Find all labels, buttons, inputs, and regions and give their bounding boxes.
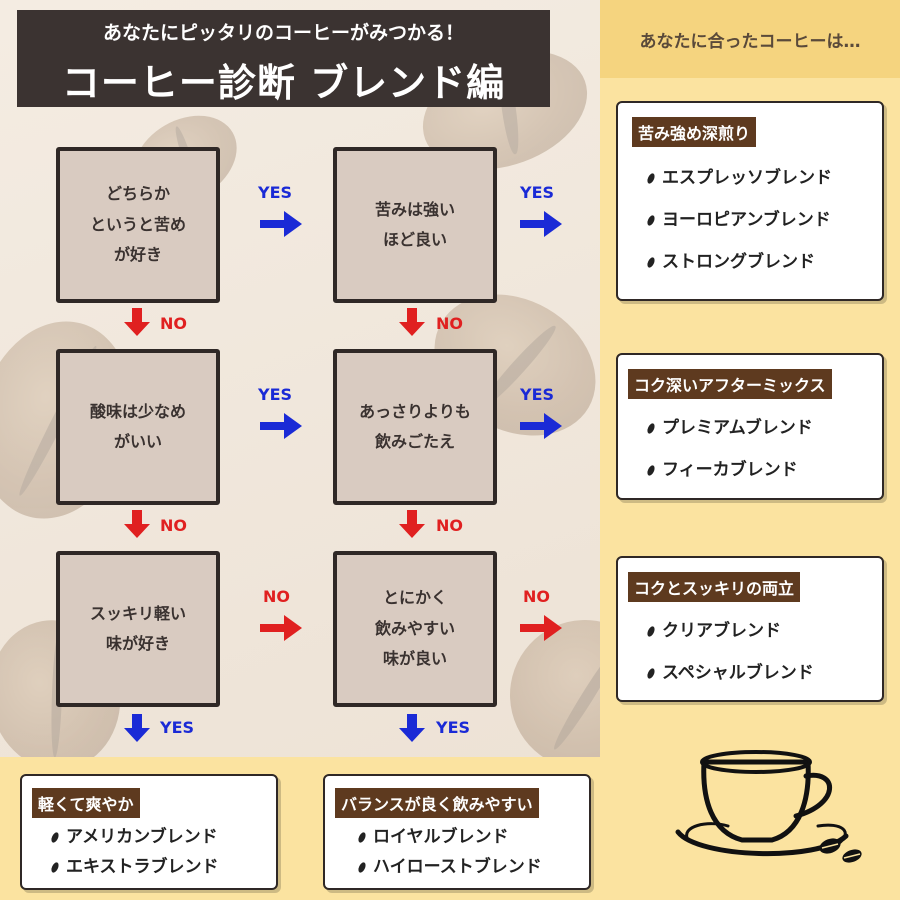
bullet-icon — [645, 213, 657, 227]
yes-label: YES — [160, 718, 195, 737]
result-item: プレミアムブレンド — [645, 413, 813, 438]
arrow-right-icon — [520, 211, 562, 237]
result-header: あなたに合ったコーヒーは… — [600, 0, 900, 78]
result-card-bitter: 苦み強め深煎り エスプレッソブレンド ヨーロピアンブレンド ストロングブレンド — [616, 101, 884, 301]
result-item: ストロングブレンド — [645, 247, 815, 272]
arrow-down-icon — [399, 308, 425, 336]
bullet-icon — [645, 624, 657, 638]
question-low-acidity: 酸味は少なめ がいい — [56, 349, 220, 505]
yes-label: YES — [258, 385, 293, 404]
result-title: バランスが良く飲みやすい — [335, 788, 539, 818]
page-subtitle: あなたにピッタリのコーヒーがみつかる！ — [102, 22, 464, 44]
result-title: コク深いアフターミックス — [628, 369, 832, 399]
bullet-icon — [645, 255, 657, 269]
arrow-down-icon — [124, 510, 150, 538]
result-item: スペシャルブレンド — [645, 658, 814, 683]
result-item: アメリカンブレンド — [49, 822, 218, 847]
arrow-right-icon — [260, 615, 302, 641]
coffee-cup-icon — [675, 750, 862, 863]
question-bitter-preference: どちらか というと苦め が好き — [56, 147, 220, 303]
arrow-down-icon — [399, 510, 425, 538]
arrow-right-icon — [520, 615, 562, 641]
yes-label: YES — [520, 183, 555, 202]
result-title: コクとスッキリの両立 — [628, 572, 801, 602]
no-label: NO — [436, 516, 463, 535]
result-item: ヨーロピアンブレンド — [645, 205, 831, 230]
yes-label: YES — [258, 183, 293, 202]
page-title: コーヒー診断 ブレンド編 — [61, 61, 506, 105]
result-card-balance-clear: コクとスッキリの両立 クリアブレンド スペシャルブレンド — [616, 556, 884, 702]
result-card-easy: バランスが良く飲みやすい ロイヤルブレンド ハイローストブレンド — [323, 774, 591, 890]
arrow-right-icon — [520, 413, 562, 439]
question-easy-drinking: とにかく 飲みやすい 味が良い — [333, 551, 497, 707]
bullet-icon — [645, 171, 657, 185]
result-title: 苦み強め深煎り — [632, 117, 757, 147]
no-label: NO — [160, 516, 187, 535]
question-light-taste: スッキリ軽い 味が好き — [56, 551, 220, 707]
result-title: 軽くて爽やか — [32, 788, 140, 818]
arrow-down-icon — [399, 714, 425, 742]
question-strong-bitterness: 苦みは強い ほど良い — [333, 147, 497, 303]
question-full-body: あっさりよりも 飲みごたえ — [333, 349, 497, 505]
bullet-icon — [645, 463, 657, 477]
no-label: NO — [523, 587, 550, 606]
result-item: ロイヤルブレンド — [356, 822, 509, 847]
bullet-icon — [49, 830, 61, 844]
bullet-icon — [49, 860, 61, 874]
yes-label: YES — [520, 385, 555, 404]
result-item: フィーカブレンド — [645, 455, 798, 480]
arrow-right-icon — [260, 413, 302, 439]
arrow-down-icon — [124, 308, 150, 336]
bullet-icon — [356, 860, 368, 874]
title-banner: あなたにピッタリのコーヒーがみつかる！ コーヒー診断 ブレンド編 — [17, 10, 550, 107]
result-card-light: 軽くて爽やか アメリカンブレンド エキストラブレンド — [20, 774, 278, 890]
result-item: エスプレッソブレンド — [645, 163, 832, 188]
no-label: NO — [436, 314, 463, 333]
no-label: NO — [263, 587, 290, 606]
no-label: NO — [160, 314, 187, 333]
arrow-down-icon — [124, 714, 150, 742]
result-card-rich: コク深いアフターミックス プレミアムブレンド フィーカブレンド — [616, 353, 884, 500]
yes-label: YES — [436, 718, 471, 737]
result-item: エキストラブレンド — [49, 852, 219, 877]
bullet-icon — [356, 830, 368, 844]
result-item: クリアブレンド — [645, 616, 781, 641]
arrow-right-icon — [260, 211, 302, 237]
bullet-icon — [645, 421, 657, 435]
result-item: ハイローストブレンド — [356, 852, 542, 877]
bullet-icon — [645, 666, 657, 680]
